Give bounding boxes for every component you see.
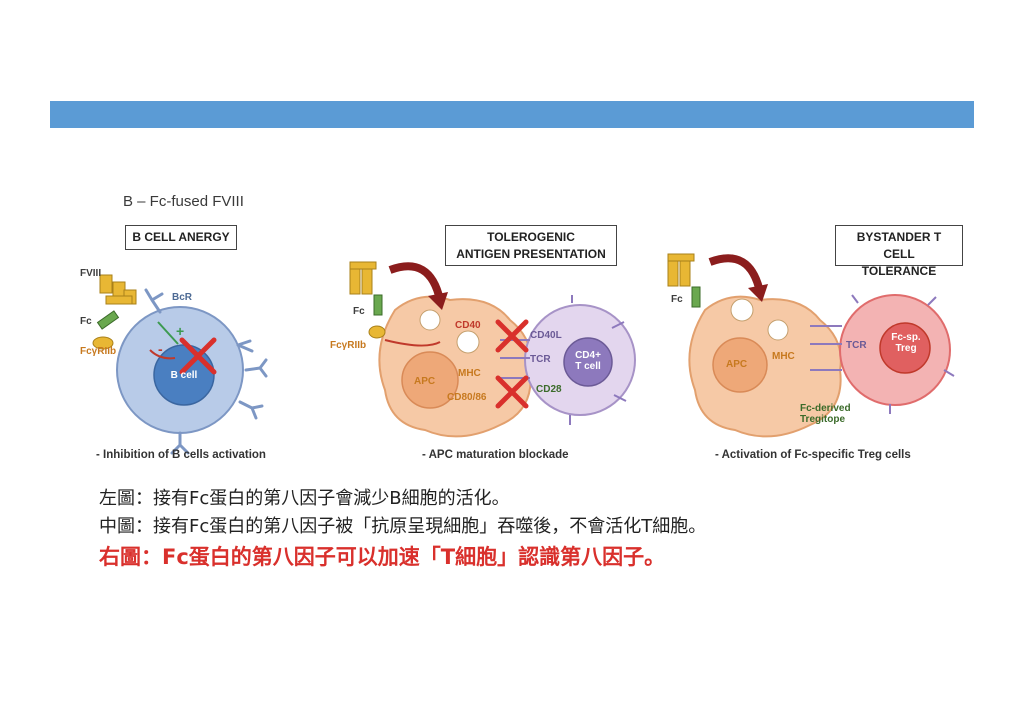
panel-caption-1: - Inhibition of B cells activation	[96, 449, 266, 461]
red-x-icon	[495, 319, 529, 409]
panel-caption-2: - APC maturation blockade	[422, 449, 569, 461]
uptake-arrow-right	[708, 254, 764, 293]
label-cd80-86: CD80/86	[447, 392, 487, 403]
label-t-cell: CD4+ T cell	[568, 350, 608, 372]
panel-caption-3: - Activation of Fc-specific Treg cells	[715, 449, 911, 461]
panel-title-bystander: BYSTANDER T CELL TOLERANCE	[835, 225, 963, 278]
apc-treg-panel-art	[667, 253, 955, 438]
label-cd40: CD40	[455, 320, 481, 331]
svg-text:-: -	[158, 341, 163, 357]
caption-left-figure: 左圖：接有Fc蛋白的第八因子會減少B細胞的活化。	[99, 488, 510, 509]
panel-title-line1: TOLEROGENIC	[487, 230, 575, 244]
panel-title-line1: BYSTANDER T CELL	[856, 230, 942, 261]
label-fcyriib: FcγRIIb	[80, 346, 117, 357]
label-apc: APC	[414, 376, 436, 387]
label-fc-3: Fc	[671, 294, 683, 305]
diagram-heading: B – Fc-fused FVIII	[123, 193, 244, 210]
label-treg-line1: Fc-sp.	[891, 332, 921, 343]
svg-text:+: +	[176, 323, 184, 339]
panel-title-line2: TOLERANCE	[861, 264, 937, 278]
label-mhc-3: MHC	[772, 351, 795, 362]
caption-right-figure: 右圖：Fc蛋白的第八因子可以加速「T細胞」認識第八因子。	[99, 545, 666, 569]
apc-tcell-panel-art	[349, 261, 636, 438]
panel-title-b-cell-anergy: B CELL ANERGY	[125, 225, 237, 250]
label-t-cell-line1: CD4+	[575, 350, 601, 361]
label-fcyriib-2: FcγRIIb	[330, 340, 367, 351]
label-mhc: MHC	[458, 368, 481, 379]
label-tcr-3: TCR	[846, 340, 867, 351]
label-treg: Fc-sp. Treg	[884, 332, 928, 354]
label-fc: Fc	[80, 316, 92, 327]
b-cell-panel-art: - +	[92, 274, 268, 455]
label-tregitope-line2: Tregitope	[800, 414, 846, 425]
label-treg-line2: Treg	[895, 343, 917, 354]
label-tregitope: Fc-derived Tregitope	[800, 403, 851, 425]
label-tcr: TCR	[530, 354, 551, 365]
red-x-icon	[179, 337, 217, 375]
label-tregitope-line1: Fc-derived	[800, 403, 851, 414]
label-fviii: FVIII	[80, 268, 102, 279]
label-t-cell-line2: T cell	[575, 361, 601, 372]
label-b-cell: B cell	[170, 370, 198, 381]
label-cd40l: CD40L	[530, 330, 562, 341]
panel-title-line2: ANTIGEN PRESENTATION	[456, 247, 606, 261]
label-apc-3: APC	[726, 359, 748, 370]
caption-middle-figure: 中圖：接有Fc蛋白的第八因子被「抗原呈現細胞」吞噬後，不會活化T細胞。	[99, 516, 707, 537]
label-fc-2: Fc	[353, 306, 365, 317]
title-bar	[50, 101, 974, 128]
uptake-arrow	[388, 262, 444, 301]
label-bcr: BcR	[172, 292, 193, 303]
label-cd28: CD28	[536, 384, 562, 395]
panel-title-tolerogenic: TOLEROGENIC ANTIGEN PRESENTATION	[445, 225, 617, 266]
fcyr-receptor	[92, 336, 114, 350]
